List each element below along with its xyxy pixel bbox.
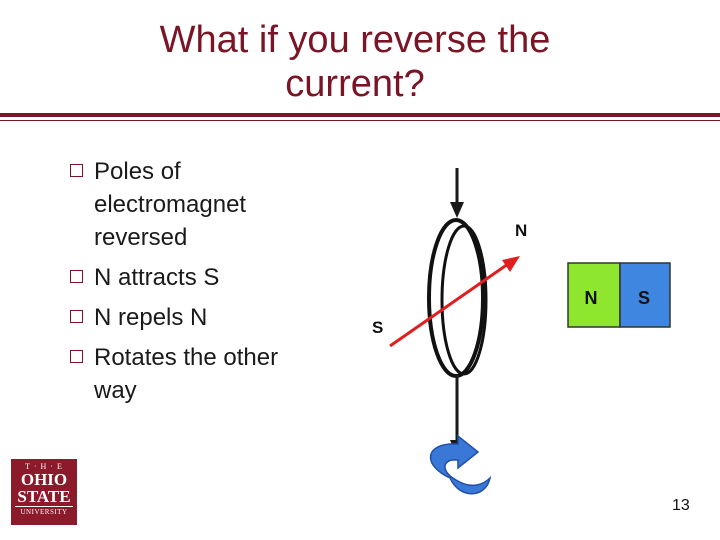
bullet-text: Rotates the other way: [94, 344, 279, 404]
bullet-text: N attracts S: [94, 264, 220, 291]
electromagnet-diagram: N S N S: [372, 168, 671, 495]
pole-axis-arrow: [389, 256, 520, 348]
logo-line-the: T · H · E: [25, 462, 63, 471]
coil-south-label: S: [372, 318, 383, 337]
bullet-list: Poles of electromagnet reversed N attrac…: [70, 155, 320, 414]
bullet-text: Poles of electromagnet reversed: [94, 158, 247, 251]
slide-title: What if you reverse the current?: [159, 19, 551, 105]
logo-line-state: STATE: [17, 487, 71, 506]
magnet-north-block: [567, 262, 621, 328]
square-bullet-icon: [70, 270, 83, 283]
square-bullet-icon: [70, 350, 83, 363]
bullet-item: N attracts S: [70, 261, 320, 294]
bullet-item: Poles of electromagnet reversed: [70, 155, 320, 254]
permanent-magnet: N S: [567, 262, 671, 328]
university-logo: T · H · E OHIO STATE UNIVERSITY: [11, 459, 77, 525]
current-in-arrow: [450, 168, 464, 218]
square-bullet-icon: [70, 164, 83, 177]
bullet-item: Rotates the other way: [70, 341, 320, 407]
magnet-north-label: N: [585, 288, 598, 308]
magnet-south-block: [619, 262, 671, 328]
square-bullet-icon: [70, 310, 83, 323]
magnet-south-label: S: [638, 288, 650, 308]
title-divider-thin: [0, 120, 720, 121]
bullet-item: N repels N: [70, 301, 320, 334]
logo-line-ohio: OHIO: [20, 470, 68, 489]
logo-line-university: UNIVERSITY: [15, 506, 73, 517]
page-number: 13: [672, 497, 690, 514]
bullet-text: N repels N: [94, 304, 208, 331]
rotation-arrow-icon: [429, 434, 492, 495]
coil-north-label: N: [515, 221, 527, 240]
title-divider: [0, 113, 720, 117]
